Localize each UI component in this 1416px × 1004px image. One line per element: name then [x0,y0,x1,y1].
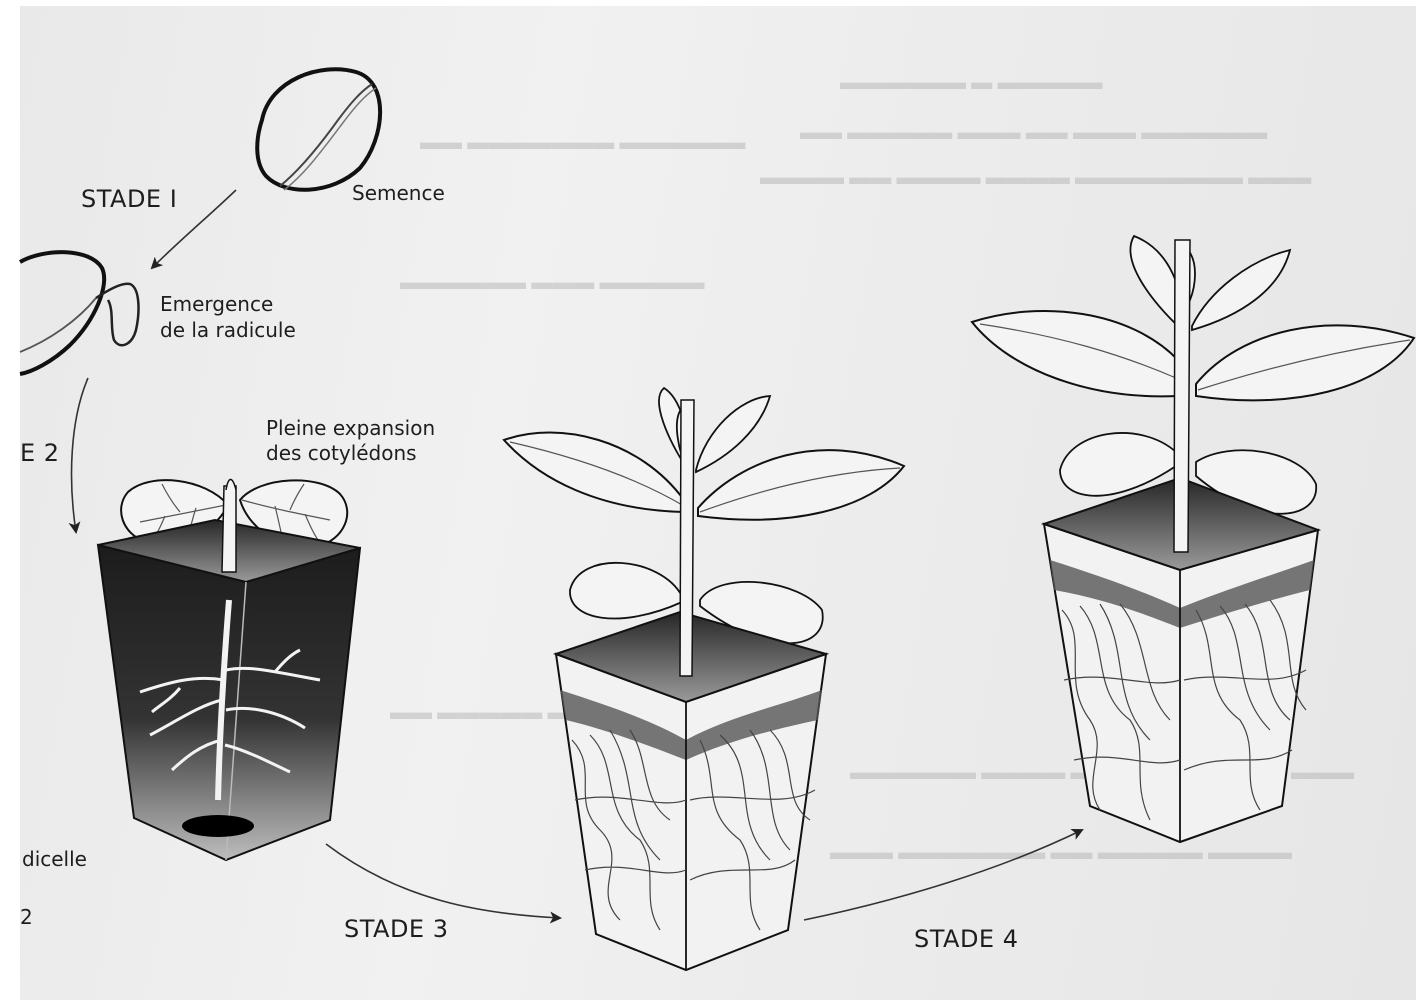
stage4-top-leaves [1130,236,1290,330]
stage3-leaf-right [698,450,904,520]
arrow-stage2-to-stage3 [326,844,560,918]
label-emergence-line1: Emergence [160,292,273,317]
label-margin-number: 2 [20,905,33,930]
stage3-top-leaves [659,388,770,472]
stage4-pot [972,236,1414,842]
seed-drawing [257,69,380,190]
stage4-leaf-right [1196,325,1414,400]
label-pleine-expansion-line2: des cotylédons [266,441,417,466]
stage4-leaf-left [972,311,1178,396]
label-radicelle-partial: dicelle [22,847,87,872]
label-emergence-line2: de la radicule [160,318,296,343]
label-semence: Semence [352,181,445,206]
label-pleine-expansion-line1: Pleine expansion [266,416,435,441]
label-stade-2-partial: E 2 [20,440,60,466]
label-stade-3: STADE 3 [344,916,449,942]
arrow-stage3-to-stage4 [804,830,1082,920]
label-stade-4: STADE 4 [914,926,1019,952]
stage3-leaf-left [504,433,684,513]
stage2-pot [98,479,360,860]
label-stade-1: STADE I [81,186,177,212]
germinating-seed-drawing [20,252,138,374]
arrow-emergence-to-stage2 [72,378,88,532]
stage3-pot [504,388,904,970]
